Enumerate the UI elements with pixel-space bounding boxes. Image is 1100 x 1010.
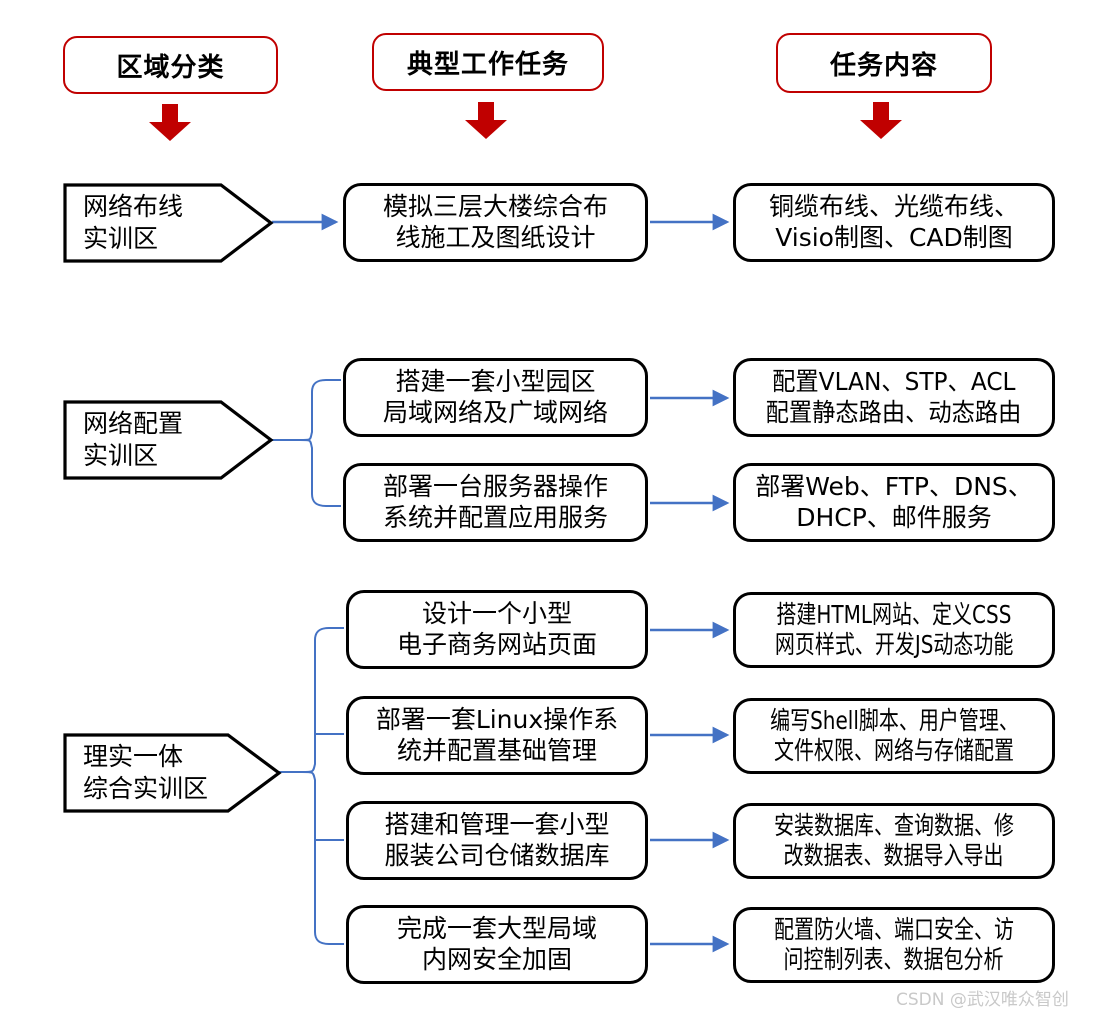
task-box-r2-t1[interactable]: 搭建一套小型园区 局域网络及广域网络 — [343, 358, 648, 437]
content-box-r3-t1[interactable]: 搭建HTML网站、定义CSS 网页样式、开发JS动态功能 — [733, 592, 1055, 668]
task-line-1: 部署一套Linux操作系 — [375, 705, 619, 734]
task-box-r1-t1[interactable]: 模拟三层大楼综合布 线施工及图纸设计 — [343, 183, 648, 262]
header-zone-classification: 区域分类 — [63, 36, 278, 94]
header-task-content: 任务内容 — [776, 33, 992, 93]
arrow-shaft — [162, 104, 178, 123]
task-box-r3-t4[interactable]: 完成一套大型局域 内网安全加固 — [346, 905, 648, 984]
task-line-2: 电子商务网站页面 — [396, 629, 597, 659]
content-line-1: 配置防火墙、端口安全、访 — [773, 914, 1014, 944]
watermark-csdn: CSDN @武汉唯众智创 — [896, 990, 1069, 1010]
content-line-2: Visio制图、CAD制图 — [775, 222, 1013, 252]
task-line-2: 系统并配置应用服务 — [382, 502, 608, 532]
zone-line-1: 网络布线 — [83, 192, 184, 221]
content-line-2: 改数据表、数据导入导出 — [783, 841, 1004, 870]
task-box-r2-t2[interactable]: 部署一台服务器操作 系统并配置应用服务 — [343, 463, 648, 542]
connector-zone3-branch — [278, 627, 344, 945]
zone-line-2: 实训区 — [83, 224, 159, 253]
content-line-2: DHCP、邮件服务 — [796, 502, 992, 532]
content-box-r1-t1[interactable]: 铜缆布线、光缆布线、 Visio制图、CAD制图 — [733, 183, 1055, 262]
content-box-r2-t2[interactable]: 部署Web、FTP、DNS、 DHCP、邮件服务 — [733, 463, 1055, 542]
red-down-arrow-zone — [149, 104, 191, 141]
zone-label: 网络配置 实训区 — [63, 400, 219, 480]
arrow-head — [465, 120, 507, 139]
content-box-r2-t1[interactable]: 配置VLAN、STP、ACL 配置静态路由、动态路由 — [733, 358, 1055, 437]
content-line-1: 安装数据库、查询数据、修 — [773, 810, 1014, 840]
zone-line-2: 综合实训区 — [83, 774, 209, 803]
content-line-1: 编写Shell脚本、用户管理、 — [769, 705, 1019, 735]
content-line-1: 部署Web、FTP、DNS、 — [755, 472, 1033, 501]
content-line-1: 配置VLAN、STP、ACL — [772, 367, 1016, 396]
content-line-1: 铜缆布线、光缆布线、 — [768, 192, 1019, 221]
task-line-1: 设计一个小型 — [421, 599, 572, 628]
arrow-head — [149, 122, 191, 141]
zone-pentagon-network-config: 网络配置 实训区 — [63, 400, 274, 480]
arrow-shaft — [478, 102, 494, 121]
red-down-arrow-task — [465, 102, 507, 139]
content-box-r3-t3[interactable]: 安装数据库、查询数据、修 改数据表、数据导入导出 — [733, 803, 1055, 879]
task-line-2: 线施工及图纸设计 — [395, 222, 596, 252]
task-box-r3-t3[interactable]: 搭建和管理一套小型 服装公司仓储数据库 — [346, 801, 648, 880]
content-line-2: 文件权限、网络与存储配置 — [773, 736, 1014, 765]
task-line-1: 部署一台服务器操作 — [382, 472, 608, 501]
task-line-2: 服装公司仓储数据库 — [384, 840, 610, 870]
zone-label: 理实一体 综合实训区 — [63, 733, 229, 813]
content-line-2: 网页样式、开发JS动态功能 — [774, 630, 1014, 659]
header-typical-work-task: 典型工作任务 — [372, 33, 604, 91]
content-box-r3-t4[interactable]: 配置防火墙、端口安全、访 问控制列表、数据包分析 — [733, 907, 1055, 983]
content-box-r3-t2[interactable]: 编写Shell脚本、用户管理、 文件权限、网络与存储配置 — [733, 698, 1055, 774]
task-box-r3-t2[interactable]: 部署一套Linux操作系 统并配置基础管理 — [346, 696, 648, 775]
content-line-2: 配置静态路由、动态路由 — [766, 397, 1022, 427]
zone-line-2: 实训区 — [83, 441, 159, 470]
red-down-arrow-content — [860, 102, 902, 139]
content-line-1: 搭建HTML网站、定义CSS — [776, 599, 1012, 629]
zone-pentagon-integrated-practice: 理实一体 综合实训区 — [63, 733, 283, 813]
task-line-1: 搭建和管理一套小型 — [384, 810, 610, 839]
task-line-2: 统并配置基础管理 — [396, 735, 597, 765]
task-line-2: 内网安全加固 — [421, 944, 572, 974]
zone-label: 网络布线 实训区 — [63, 183, 219, 263]
zone-line-1: 理实一体 — [83, 742, 184, 771]
content-line-2: 问控制列表、数据包分析 — [783, 945, 1004, 974]
connector-zone2-branch — [272, 379, 341, 507]
task-line-1: 完成一套大型局域 — [396, 914, 597, 943]
task-line-2: 局域网络及广域网络 — [382, 397, 608, 427]
task-box-r3-t1[interactable]: 设计一个小型 电子商务网站页面 — [346, 590, 648, 669]
arrow-shaft — [873, 102, 889, 121]
task-line-1: 搭建一套小型园区 — [395, 367, 596, 396]
zone-pentagon-network-cabling: 网络布线 实训区 — [63, 183, 274, 263]
zone-line-1: 网络配置 — [83, 409, 184, 438]
task-line-1: 模拟三层大楼综合布 — [382, 192, 608, 221]
arrow-head — [860, 120, 902, 139]
